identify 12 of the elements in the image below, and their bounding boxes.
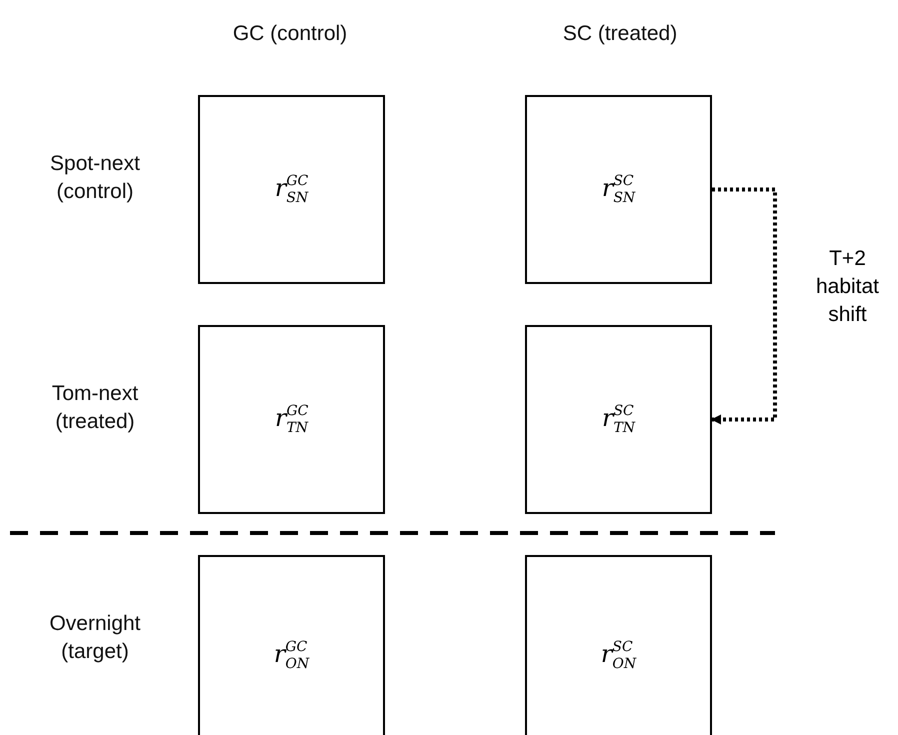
dotted-arrow xyxy=(711,188,777,424)
row-label: Tom-next (treated) xyxy=(50,381,140,435)
cell-box xyxy=(198,555,385,735)
row-label: Spot-next (control) xyxy=(49,151,141,205)
cell-box xyxy=(198,95,385,284)
cell-box xyxy=(525,555,712,735)
cell-box xyxy=(525,95,712,284)
cell-box xyxy=(198,325,385,514)
column-header: GC (control) xyxy=(232,21,348,47)
cell-box xyxy=(525,325,712,514)
row-label: Overnight (target) xyxy=(48,611,142,665)
column-header: SC (treated) xyxy=(562,21,678,47)
